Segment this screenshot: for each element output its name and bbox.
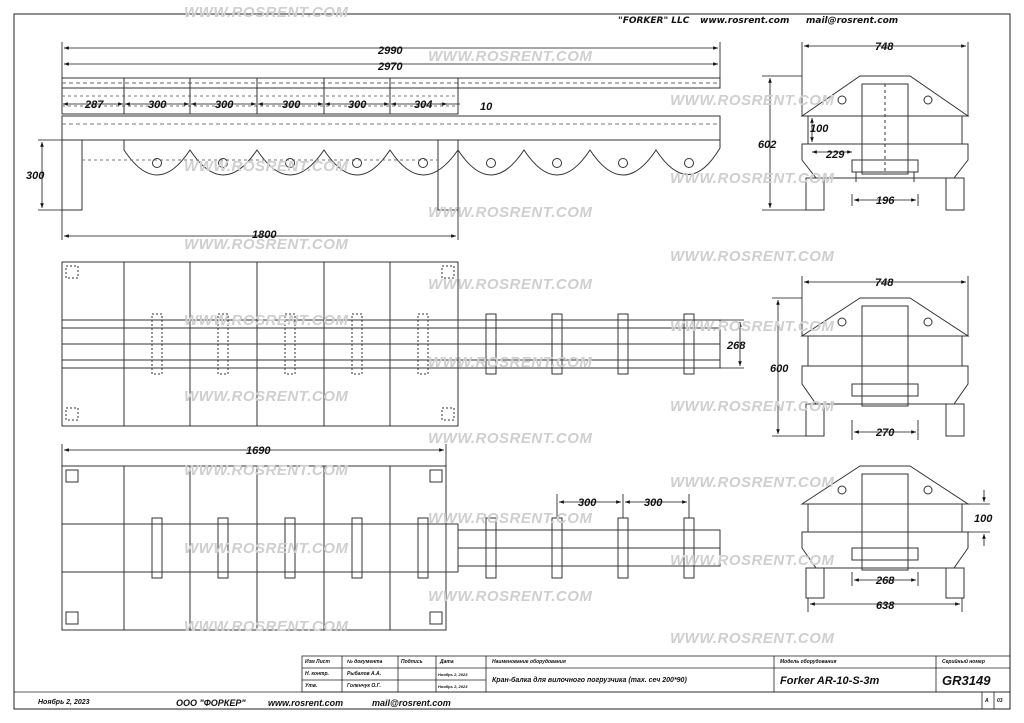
dim-1690: 1690: [246, 445, 271, 457]
tb-serial-header: Серийный номер: [942, 659, 985, 665]
dim-300-leg: 300: [26, 170, 45, 182]
dim-2970: 2970: [377, 61, 403, 73]
watermark: WWW.ROSRENT.COM: [670, 630, 835, 647]
watermark: WWW.ROSRENT.COM: [428, 276, 593, 293]
header-company: "FORKER" LLC: [618, 16, 690, 26]
watermark: WWW.ROSRENT.COM: [184, 312, 349, 329]
dim-2990: 2990: [377, 45, 403, 57]
dim-100-end3: 100: [974, 513, 993, 525]
tb-row-check-date: Ноябрь 2, 2023: [438, 672, 468, 677]
watermark: WWW.ROSRENT.COM: [428, 588, 593, 605]
dim-638: 638: [876, 600, 895, 612]
tb-model-header: Модель оборудования: [780, 659, 837, 665]
end-view-1: [800, 75, 970, 211]
tb-col-date: Дата: [440, 659, 454, 665]
dim-300-pitch-1: 300: [578, 497, 597, 509]
watermark: WWW.ROSRENT.COM: [670, 248, 835, 265]
watermark: WWW.ROSRENT.COM: [184, 618, 349, 635]
footer-date: Ноябрь 2, 2023: [38, 699, 90, 706]
plan-view-dims: [720, 319, 744, 369]
dim-268-end3: 268: [875, 575, 895, 587]
end-view-1-dims: [762, 42, 969, 211]
tb-row-appr: Утв.: [305, 683, 318, 689]
tb-serial-value: GR3149: [942, 673, 991, 688]
side-view: [61, 77, 721, 211]
end-view-3-dims: [807, 490, 990, 612]
tb-sheet-a: А: [985, 698, 989, 704]
dim-196: 196: [876, 195, 895, 207]
tb-name-header: Наименование оборудования: [492, 659, 566, 665]
watermark: WWW.ROSRENT.COM: [428, 354, 593, 371]
sheet-frame: [13, 13, 1011, 710]
watermark: WWW.ROSRENT.COM: [670, 170, 835, 187]
dim-100-end1: 100: [810, 123, 829, 135]
dim-270: 270: [875, 427, 895, 439]
side-view-dims: [38, 42, 721, 240]
bottom-view-dims: [61, 444, 690, 518]
watermark: WWW.ROSRENT.COM: [670, 92, 835, 109]
bottom-view: [61, 465, 721, 631]
end-view-2-dims: [772, 276, 969, 440]
dim-300-b: 300: [215, 99, 234, 111]
watermark: WWW.ROSRENT.COM: [184, 158, 349, 175]
watermark: WWW.ROSRENT.COM: [428, 48, 593, 65]
tb-sheet-num: 03: [997, 698, 1003, 704]
watermark: WWW.ROSRENT.COM: [428, 204, 593, 221]
watermark: WWW.ROSRENT.COM: [184, 388, 349, 405]
end-view-2: [800, 297, 970, 437]
dim-300-c: 300: [282, 99, 301, 111]
dim-600: 600: [770, 363, 789, 375]
dim-229: 229: [825, 149, 845, 161]
watermark: WWW.ROSRENT.COM: [184, 236, 349, 253]
watermark: WWW.ROSRENT.COM: [184, 540, 349, 557]
tb-row-check: Н. контр.: [305, 671, 329, 677]
dim-300-a: 300: [148, 99, 167, 111]
header-email: mail@rosrent.com: [806, 16, 899, 26]
dim-300-d: 300: [348, 99, 367, 111]
dim-304: 304: [414, 99, 432, 111]
dim-10: 10: [480, 101, 493, 113]
header-site: www.rosrent.com: [700, 16, 790, 26]
watermark: WWW.ROSRENT.COM: [670, 474, 835, 491]
dim-1800: 1800: [252, 229, 277, 241]
dim-748-end2: 748: [875, 277, 894, 289]
tb-row-appr-date: Ноябрь 2, 2023: [438, 684, 468, 689]
watermark: WWW.ROSRENT.COM: [428, 430, 593, 447]
dim-300-pitch-2: 300: [644, 497, 663, 509]
tb-col-sign: Подпись: [401, 659, 423, 665]
dim-268-plan: 268: [726, 340, 746, 352]
footer-company: ООО "ФОРКЕР": [176, 698, 246, 708]
watermark: WWW.ROSRENT.COM: [670, 318, 835, 335]
dim-748-end1: 748: [875, 41, 894, 53]
dim-287: 287: [84, 99, 104, 111]
footer-email: mail@rosrent.com: [372, 698, 451, 708]
tb-col-doc: № документа: [347, 659, 383, 665]
footer-site: www.rosrent.com: [268, 698, 344, 708]
plan-view: [61, 261, 721, 427]
watermark: WWW.ROSRENT.COM: [428, 510, 593, 527]
watermark: WWW.ROSRENT.COM: [184, 462, 349, 479]
dim-602: 602: [758, 139, 776, 151]
watermark: WWW.ROSRENT.COM: [184, 4, 349, 21]
tb-name-value: Кран-балка для вилочного погрузчика (max…: [492, 677, 687, 684]
tb-model-value: Forker AR-10-S-3m: [780, 675, 880, 687]
end-view-3: [800, 465, 970, 599]
title-block-frame: [14, 655, 1011, 709]
tb-row-appr-name: Голенчук О.Г.: [347, 683, 381, 689]
tb-col-izm: Изм Лист: [305, 659, 330, 665]
tb-row-check-name: Рыбалов А.А.: [347, 671, 382, 677]
watermark: WWW.ROSRENT.COM: [670, 552, 835, 569]
watermark: WWW.ROSRENT.COM: [670, 398, 835, 415]
